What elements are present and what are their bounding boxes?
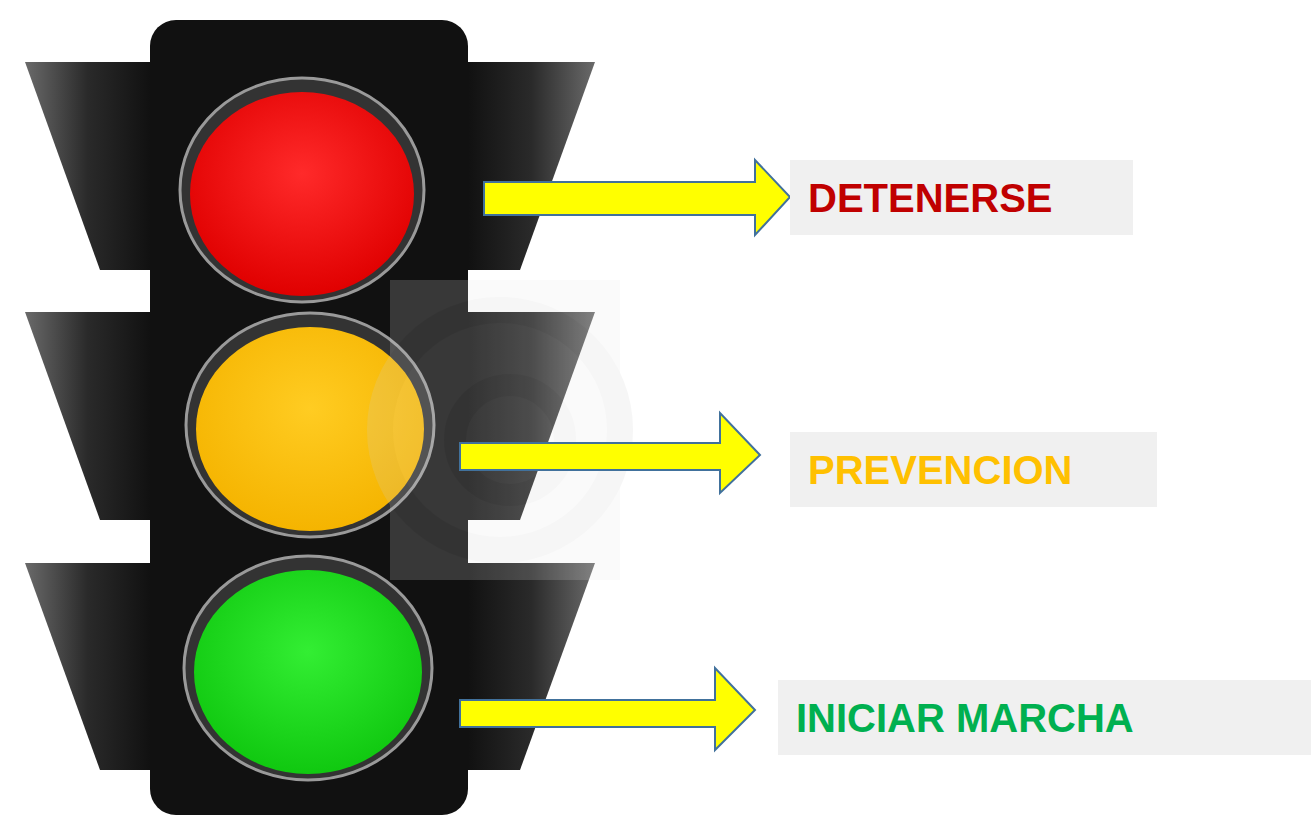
label-box: INICIAR MARCHA [778, 680, 1311, 755]
signal-meaning: DETENERSE [808, 176, 1053, 220]
signal-meaning: INICIAR MARCHA [796, 696, 1134, 740]
watermark [380, 280, 620, 580]
pointer-arrows [460, 160, 790, 750]
label-box: PREVENCION [790, 432, 1157, 507]
label-box: DETENERSE [790, 160, 1133, 235]
signal-meaning: PREVENCION [808, 448, 1073, 492]
